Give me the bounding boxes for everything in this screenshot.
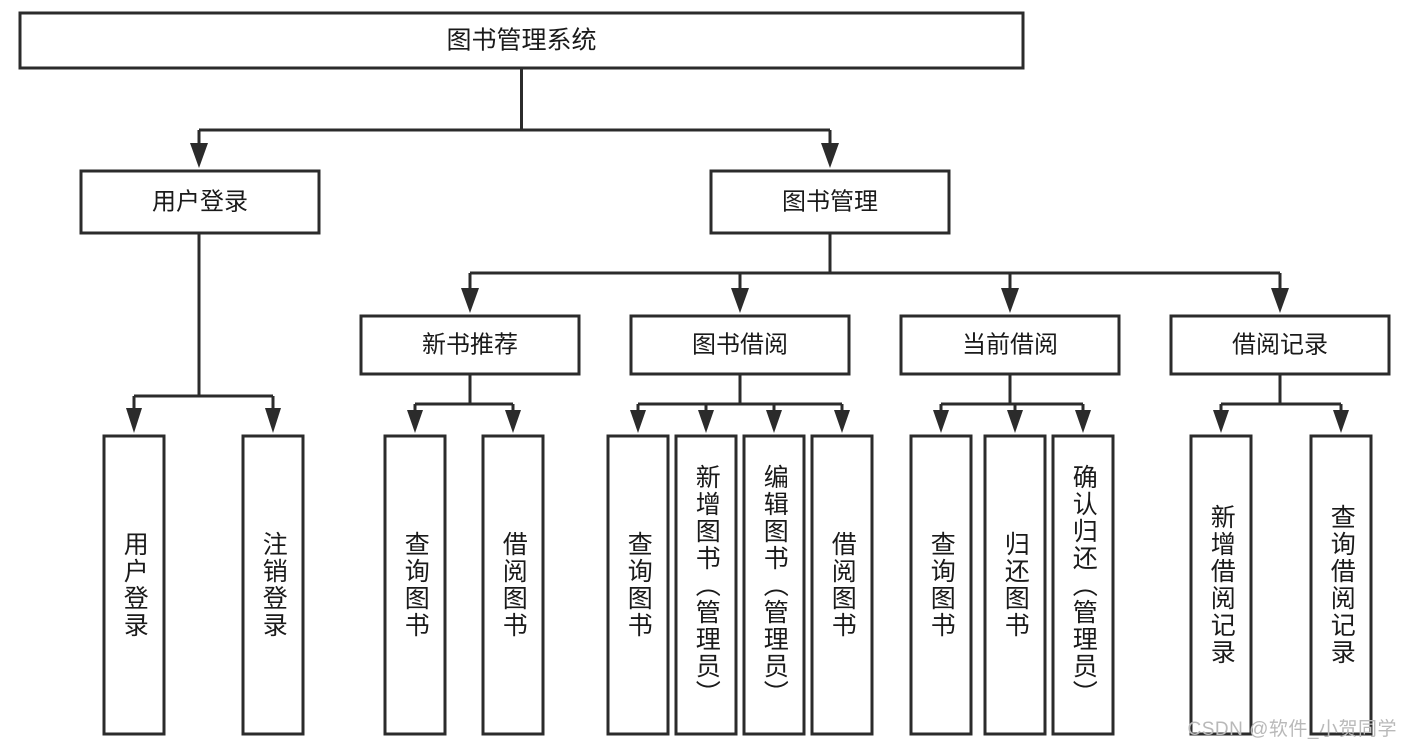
node-book-borrow-rect[interactable] — [629, 314, 851, 376]
arrow-head-leaf-add-book — [698, 410, 714, 433]
node-layer: 图书管理系统 用户登录 图书管理 新书推荐 图书借阅 当前 — [18, 11, 1391, 736]
node-leaf-query-record-rect[interactable] — [1309, 434, 1373, 736]
node-new-book-recommend-label: 新书推荐 — [422, 331, 518, 358]
arrow-head-leaf-user-login — [126, 408, 142, 433]
node-book-manage-label: 图书管理 — [782, 188, 878, 215]
watermark-text: CSDN @软件_小贺同学 — [1187, 719, 1397, 740]
node-leaf-borrow-book-1-rect[interactable] — [481, 434, 545, 736]
arrow-head-leaf-query-record — [1333, 410, 1349, 433]
node-borrow-record-label: 借阅记录 — [1232, 331, 1328, 358]
node-book-manage-rect[interactable] — [709, 169, 951, 235]
arrow-head-new-book-recommend — [461, 288, 479, 313]
arrow-head-leaf-query-book-3 — [933, 410, 949, 433]
node-new-book-recommend[interactable]: 新书推荐 — [359, 314, 581, 376]
node-leaf-query-book-3-rect[interactable] — [909, 434, 973, 736]
arrow-head-leaf-edit-book — [766, 410, 782, 433]
node-borrow-record-rect[interactable] — [1169, 314, 1391, 376]
arrow-head-leaf-borrow-book-1 — [505, 410, 521, 433]
node-leaf-add-book-rect[interactable] — [674, 434, 738, 736]
arrow-head-leaf-confirm-return — [1075, 410, 1091, 433]
arrow-head-leaf-logout — [265, 408, 281, 433]
node-leaf-user-login-rect[interactable] — [102, 434, 166, 736]
node-book-borrow-label: 图书借阅 — [692, 331, 788, 358]
node-root[interactable]: 图书管理系统 — [18, 11, 1025, 70]
node-user-login[interactable]: 用户登录 — [79, 169, 321, 235]
node-book-borrow[interactable]: 图书借阅 — [629, 314, 851, 376]
node-leaf-add-record-rect[interactable] — [1189, 434, 1253, 736]
node-borrow-record[interactable]: 借阅记录 — [1169, 314, 1391, 376]
arrow-head-leaf-query-book-1 — [407, 410, 423, 433]
arrow-head-leaf-query-book-2 — [630, 410, 646, 433]
arrow-head-leaf-add-record — [1213, 410, 1229, 433]
node-leaf-edit-book-rect[interactable] — [742, 434, 806, 736]
node-root-label: 图书管理系统 — [446, 27, 596, 55]
node-book-manage[interactable]: 图书管理 — [709, 169, 951, 235]
node-leaf-query-book-1-rect[interactable] — [383, 434, 447, 736]
node-current-borrow-rect[interactable] — [899, 314, 1121, 376]
arrow-head-book-borrow — [731, 288, 749, 313]
node-leaf-query-book-2-rect[interactable] — [606, 434, 670, 736]
node-user-login-label: 用户登录 — [152, 188, 248, 215]
arrow-head-leaf-borrow-book-2 — [834, 410, 850, 433]
node-leaf-logout-rect[interactable] — [241, 434, 305, 736]
arrow-head-leaf-return-book — [1007, 410, 1023, 433]
node-current-borrow[interactable]: 当前借阅 — [899, 314, 1121, 376]
node-leaf-return-book-rect[interactable] — [983, 434, 1047, 736]
arrow-head-borrow-record — [1271, 288, 1289, 313]
node-current-borrow-label: 当前借阅 — [962, 331, 1058, 358]
node-user-login-rect[interactable] — [79, 169, 321, 235]
node-leaf-confirm-return-rect[interactable] — [1051, 434, 1115, 736]
arrow-head-book-manage — [821, 143, 839, 168]
arrow-head-current-borrow — [1001, 288, 1019, 313]
node-leaf-borrow-book-2-rect[interactable] — [810, 434, 874, 736]
arrow-head-user-login — [190, 143, 208, 168]
node-new-book-recommend-rect[interactable] — [359, 314, 581, 376]
node-root-rect[interactable] — [18, 11, 1025, 70]
connector-layer — [126, 68, 1349, 433]
